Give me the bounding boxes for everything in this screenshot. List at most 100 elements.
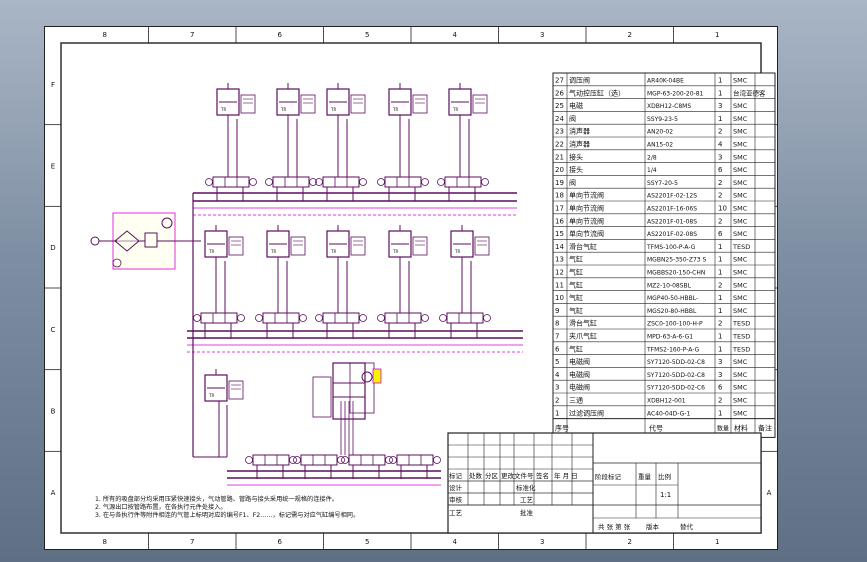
valve-body <box>252 454 290 466</box>
bom-row-qty: 2 <box>718 397 722 405</box>
bom-row-name: 单向节流阀 <box>569 229 604 238</box>
bom-row-name: 三通 <box>569 396 583 405</box>
bom-row-no: 12 <box>555 269 564 277</box>
valve-body <box>262 312 300 324</box>
title-approve-label: 批准 <box>520 508 534 517</box>
bom-row-no: 5 <box>555 358 559 366</box>
zone-row-right: A <box>767 489 772 497</box>
bom-row-qty: 1 <box>718 333 722 341</box>
solenoid-coil <box>205 178 213 186</box>
bom-row-qty: 1 <box>718 115 722 123</box>
cylinder-top: TR <box>448 83 488 116</box>
bom-row-material: SMC <box>733 192 748 200</box>
bom-row-material: SMC <box>733 307 748 315</box>
bom-row-no: 7 <box>555 333 559 341</box>
solenoid-valve-middle <box>255 312 307 324</box>
bom-row-qty: 1 <box>718 294 722 302</box>
title-scale-label: 比例 <box>658 472 671 481</box>
solenoid-coil <box>341 456 349 464</box>
bom-row-code: MGP40-50-HBBL- <box>647 295 698 302</box>
zone-row-left: E <box>51 163 55 171</box>
solenoid-coil <box>193 314 201 322</box>
solenoid-valve-top <box>437 176 489 188</box>
bom-row-material: SMC <box>733 256 748 264</box>
bom-row-name: 过滤调压阀 <box>569 408 604 417</box>
solenoid-valve-top <box>315 176 367 188</box>
valve-body <box>396 454 434 466</box>
bom-row-material: TESD <box>732 333 750 341</box>
bom-row-no: 18 <box>555 192 564 200</box>
bom-row-no: 15 <box>555 230 564 238</box>
cylinder-bottom: TR <box>204 369 244 402</box>
bom-row-code: MGBBS20-150-CHN <box>647 270 705 277</box>
bom-row-code: SY7120-5DD-02-C8 <box>647 359 705 366</box>
solenoid-coil <box>421 314 429 322</box>
zone-col-top: 6 <box>278 31 283 39</box>
bom-row-code: SSY9-23-5 <box>647 116 678 123</box>
bom-row-no: 4 <box>555 371 560 379</box>
title-version-label: 版本 <box>646 522 660 531</box>
solenoid-valve-middle <box>315 312 367 324</box>
title-process-label: 工艺 <box>449 509 463 517</box>
bom-row-name: 消声器 <box>569 127 590 136</box>
slide-cylinder-guide <box>312 376 332 418</box>
bom-row-no: 22 <box>555 141 564 149</box>
bom-row-material: SMC <box>733 153 748 161</box>
bom-row-no: 6 <box>555 345 560 353</box>
bom-header-material: 材料 <box>734 424 748 433</box>
bom-row-material: SMC <box>733 102 748 110</box>
bom-row-code: XDBH12-C8MS <box>647 103 691 110</box>
cylinder-port-box <box>412 94 428 114</box>
cylinder-tag: TR <box>220 107 226 112</box>
solenoid-coil <box>437 178 445 186</box>
bom-row-qty: 2 <box>718 320 722 328</box>
zone-col-bottom: 8 <box>103 538 107 546</box>
title-craft-label: 工艺 <box>520 496 534 504</box>
zone-row-left: D <box>50 244 55 252</box>
cylinder-port-box <box>228 236 244 256</box>
cylinder-middle: TR <box>326 225 366 258</box>
bom-row-material: SMC <box>733 230 748 238</box>
title-sheets-label: 共 张 第 张 <box>598 522 631 531</box>
valve-body <box>272 176 310 188</box>
solenoid-coil <box>237 314 245 322</box>
cylinder-port-box <box>350 236 366 256</box>
bom-row-code: ZSC0-100-100-H-P <box>647 321 703 328</box>
bom-row-name: 气缸 <box>569 255 583 264</box>
bom-row-name: 电磁阀 <box>569 357 590 366</box>
solenoid-coil <box>293 456 301 464</box>
bom-row-name: 电磁阀 <box>569 370 590 379</box>
bom-row-no: 14 <box>555 243 564 251</box>
bom-row-qty: 1 <box>718 307 722 315</box>
bom-row-name: 滑台气缸 <box>569 242 597 251</box>
solenoid-coil <box>421 178 429 186</box>
valve-body <box>200 312 238 324</box>
bom-row-code: SY7120-5DD-02-C8 <box>647 372 705 379</box>
bom-row-name: 气缸 <box>569 306 583 315</box>
bom-row-qty: 6 <box>718 384 723 392</box>
valve-body <box>322 312 360 324</box>
bom-row-name: 滑台气缸 <box>569 319 597 328</box>
solenoid-coil <box>309 178 317 186</box>
air-source-symbol <box>90 236 100 246</box>
pressure-gauge <box>361 371 373 383</box>
cylinder-tag: TR <box>452 107 458 112</box>
bom-row-material: SMC <box>733 269 748 277</box>
bom-row-qty: 3 <box>718 358 722 366</box>
bom-row-no: 2 <box>555 397 559 405</box>
solenoid-valve-top <box>377 176 429 188</box>
bom-row-qty: 2 <box>718 192 722 200</box>
solenoid-valve-middle <box>439 312 491 324</box>
solenoid-coil <box>377 178 385 186</box>
bom-row-no: 23 <box>555 128 564 136</box>
cylinder-port-box <box>412 236 428 256</box>
